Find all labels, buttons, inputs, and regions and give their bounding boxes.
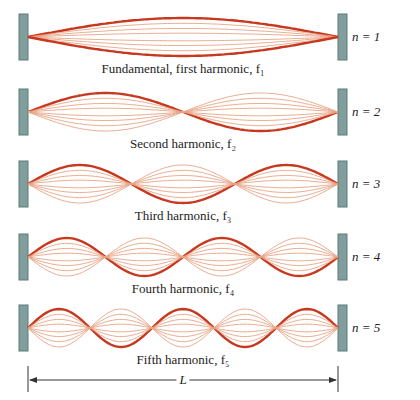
wave-trace bbox=[28, 319, 338, 336]
harmonic-number: n = 3 bbox=[352, 177, 380, 191]
wave-trace bbox=[28, 180, 338, 188]
harmonic-caption: Fifth harmonic, f₅ bbox=[137, 353, 230, 367]
harmonic-number: n = 2 bbox=[352, 105, 380, 119]
wave-trace bbox=[28, 93, 338, 131]
wave-main bbox=[28, 93, 338, 131]
harmonic-number: n = 1 bbox=[352, 30, 380, 44]
wave-trace bbox=[28, 37, 338, 41]
wave-trace bbox=[28, 28, 338, 37]
wave-trace bbox=[28, 314, 338, 341]
wave-trace bbox=[28, 33, 338, 37]
wave-trace bbox=[28, 309, 338, 347]
wave-main bbox=[28, 37, 338, 56]
wave-main bbox=[28, 18, 338, 37]
fixed-supports bbox=[19, 14, 347, 351]
wave-main bbox=[28, 165, 338, 203]
wave-trace bbox=[28, 23, 338, 37]
wave-trace bbox=[28, 165, 338, 203]
wave-trace bbox=[28, 170, 338, 197]
wave-main bbox=[28, 238, 338, 276]
wave-trace bbox=[28, 238, 338, 276]
harmonic-caption: Fourth harmonic, f₄ bbox=[132, 282, 234, 296]
wave-trace bbox=[28, 175, 338, 192]
wave-trace bbox=[28, 37, 338, 46]
harmonic-caption: Third harmonic, f₃ bbox=[135, 209, 232, 223]
harmonic-number: n = 5 bbox=[352, 321, 380, 335]
wave-trace bbox=[28, 324, 338, 332]
wave-trace bbox=[28, 324, 338, 332]
wave-trace bbox=[28, 175, 338, 192]
harmonic-caption: Fundamental, first harmonic, f₁ bbox=[101, 62, 264, 76]
wave-trace bbox=[28, 37, 338, 51]
wave-trace bbox=[28, 319, 338, 336]
wave-trace bbox=[28, 170, 338, 197]
wave-curves bbox=[28, 18, 338, 347]
harmonic-caption: Second harmonic, f₂ bbox=[130, 137, 236, 151]
length-dimension bbox=[28, 366, 338, 392]
wave-main bbox=[28, 309, 338, 347]
harmonic-number: n = 4 bbox=[352, 250, 380, 264]
wave-trace bbox=[28, 314, 338, 341]
length-label: L bbox=[176, 373, 189, 387]
wave-trace bbox=[28, 180, 338, 188]
